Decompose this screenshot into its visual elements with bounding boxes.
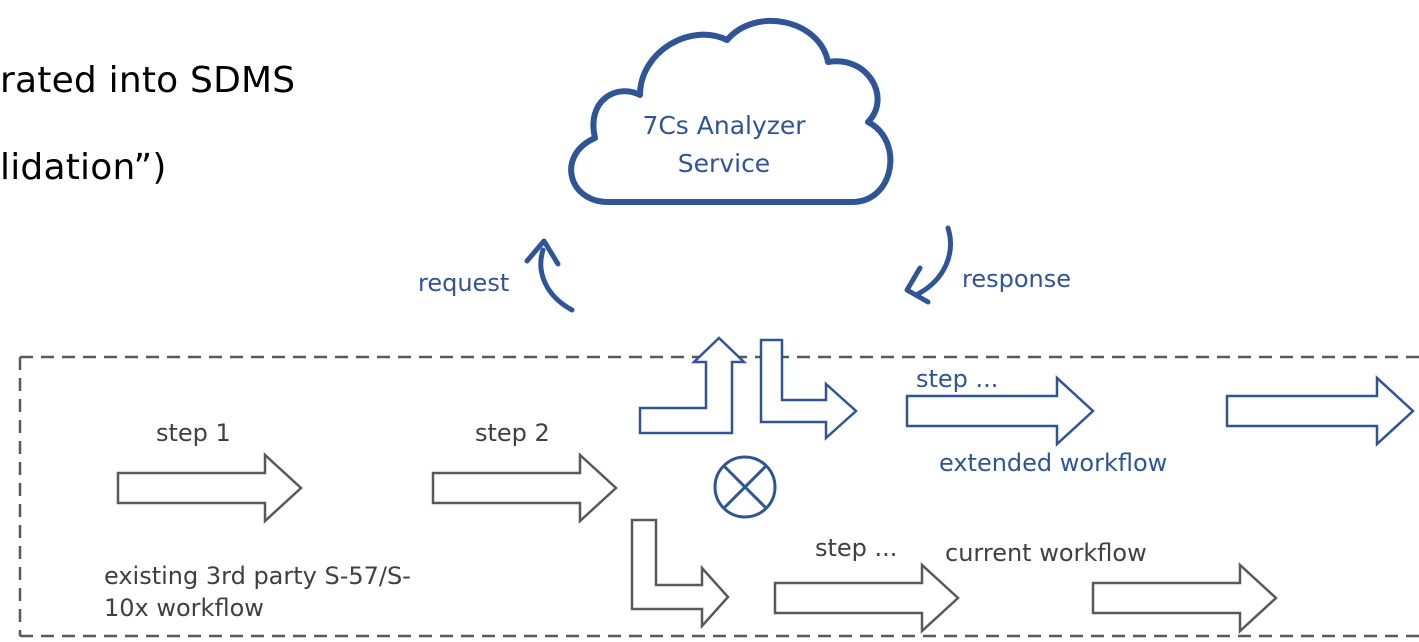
cloud-label-line-1: 7Cs Analyzer <box>642 111 806 140</box>
block-arrow-icon-current-end <box>1091 562 1278 634</box>
block-arrow-icon-step-1 <box>116 452 303 524</box>
block-arrow-icon-step-2 <box>431 452 618 524</box>
step-1-label: step 1 <box>156 419 231 447</box>
cloud-icon: 7Cs Analyzer Service <box>568 17 894 205</box>
bent-arrow-icon-down-right <box>759 338 858 441</box>
block-arrow-icon-extended-end <box>1225 375 1415 447</box>
existing-workflow-label-line-2: 10x workflow <box>104 594 264 622</box>
response-label: response <box>962 265 1071 293</box>
extended-step-label: step ... <box>916 365 998 393</box>
bent-arrow-icon-up <box>638 336 748 435</box>
request-curved-arrow-icon <box>524 238 575 313</box>
request-label: request <box>418 269 509 297</box>
step-2-label: step 2 <box>475 419 550 447</box>
block-arrow-icon-extended-step <box>905 375 1095 447</box>
cloud-label-line-2: Service <box>678 149 770 178</box>
slide-text-line-2: lidation”) <box>0 147 167 188</box>
extended-workflow-label: extended workflow <box>939 449 1167 477</box>
response-curved-arrow-icon <box>904 225 953 305</box>
existing-workflow-label-line-1: existing 3rd party S-57/S- <box>104 562 411 590</box>
slide-text-line-1: rated into SDMS <box>0 60 296 101</box>
block-arrow-icon-current-step <box>773 562 960 634</box>
current-workflow-label: current workflow <box>945 539 1147 567</box>
bent-arrow-icon-current <box>630 518 730 630</box>
current-step-label: step ... <box>815 534 897 562</box>
circled-x-icon <box>713 455 777 519</box>
